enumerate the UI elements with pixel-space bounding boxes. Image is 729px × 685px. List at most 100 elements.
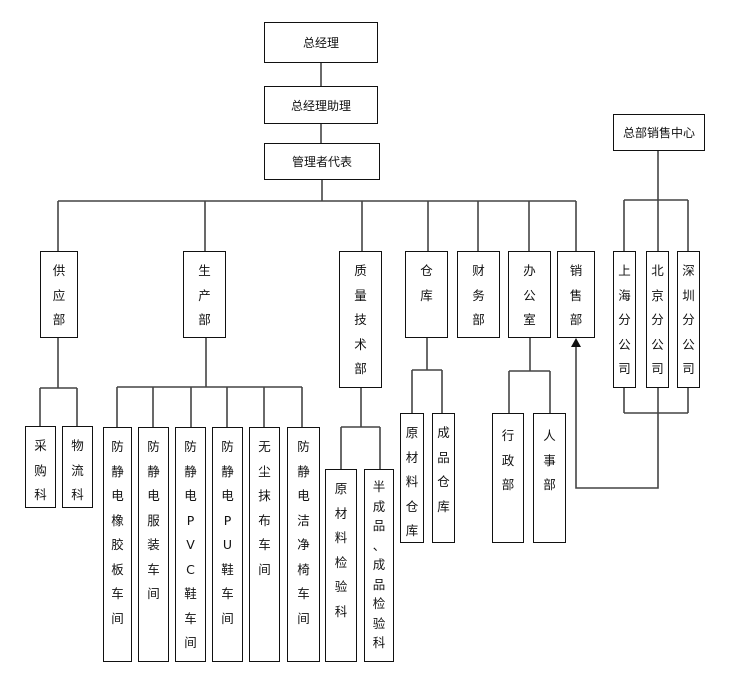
node-label-char: 防	[297, 439, 310, 454]
node-label-char: 电	[297, 488, 310, 503]
node-label-char: 公	[682, 336, 695, 352]
node-label-char: 鞋	[184, 586, 197, 601]
node-sales-dept: 销售部	[557, 251, 595, 338]
node-label-char: 销	[569, 263, 583, 278]
node-label-char: 车	[184, 610, 197, 626]
node-label-char: 鞋	[221, 561, 234, 577]
node-label-char: 部	[52, 312, 66, 327]
node-label-char: 技	[354, 312, 367, 327]
node-label-char: 量	[354, 287, 367, 303]
node-label-char: 静	[221, 463, 234, 479]
node-label-char: 料	[405, 474, 419, 489]
node-label-char: 无	[258, 439, 271, 454]
node-label-char: 采	[34, 438, 47, 453]
node-finished-product-store: 成品仓库	[432, 413, 455, 543]
node-label-char: 分	[618, 312, 631, 327]
node-label-char: 料	[334, 530, 348, 545]
node-label-char: 应	[52, 287, 66, 303]
node-general-manager: 总经理	[264, 22, 378, 63]
node-label-char: 室	[523, 312, 536, 327]
node-label-char: 抹	[258, 488, 271, 503]
node-label-char: 间	[111, 610, 124, 626]
node-label-char: 供	[52, 263, 66, 278]
arrowhead-icon	[571, 338, 581, 347]
node-label-char: 司	[651, 361, 664, 376]
node-label-char: 车	[297, 586, 310, 601]
node-label-char: 原	[334, 481, 348, 496]
node-label-char: 部	[569, 312, 583, 327]
node-label-char: P	[186, 512, 195, 528]
node-label-char: 间	[297, 610, 310, 626]
node-label-char: 流	[71, 462, 84, 478]
node-label-char: 京	[651, 287, 664, 303]
node-label-char: C	[186, 561, 195, 577]
node-label-char: 库	[420, 287, 433, 303]
node-label-char: 行	[501, 428, 515, 443]
node-purchasing: 采购科	[25, 426, 56, 508]
node-label-char: 电	[221, 488, 234, 503]
node-raw-material-store: 原材料仓库	[400, 413, 424, 543]
node-label-char: 品	[437, 449, 450, 465]
node-label-char: 仓	[420, 263, 433, 278]
node-label-char: V	[186, 537, 195, 552]
node-label-char: 成	[372, 498, 386, 514]
node-label-char: 板	[111, 561, 124, 577]
node-label-char: 布	[258, 512, 271, 528]
node-label-char: 术	[354, 336, 367, 352]
node-label-char: 防	[147, 439, 160, 454]
node-label-char: 司	[618, 361, 631, 376]
node-label-char: 间	[184, 635, 197, 650]
node-label-char: 科	[71, 487, 84, 502]
node-label-char: 车	[111, 586, 124, 601]
node-label-char: 部	[198, 312, 211, 327]
node-label-char: 静	[184, 463, 197, 479]
node-label-char: 净	[297, 537, 310, 552]
node-label-char: 事	[543, 452, 556, 468]
node-label-char: U	[222, 537, 233, 552]
node-label-char: 胶	[111, 537, 124, 552]
node-label-char: 洁	[297, 512, 310, 528]
node-label-char: 分	[682, 312, 695, 327]
node-supply-dept: 供应部	[40, 251, 78, 338]
node-label-char: 部	[354, 361, 367, 376]
node-label-char: 电	[147, 488, 160, 503]
node-label-char: 车	[221, 586, 234, 601]
node-workshop-chair: 防静电洁净椅车间	[287, 427, 320, 662]
node-label-char: 半	[372, 479, 386, 494]
node-label-char: 检	[334, 554, 348, 570]
node-label-char: 防	[184, 439, 197, 454]
node-label-char: 防	[111, 439, 124, 454]
node-label-char: 司	[682, 361, 695, 376]
node-label-char: 车	[147, 561, 160, 577]
node-label-char: 海	[618, 287, 631, 303]
node-label-char: 科	[372, 635, 386, 650]
node-label-char: 静	[111, 463, 124, 479]
node-label-char: 库	[437, 498, 450, 514]
node-label-char: 装	[147, 537, 160, 552]
branches-to-sales-arrow	[575, 346, 659, 489]
node-raw-material-inspection: 原材料检验科	[325, 469, 357, 662]
node-quality-dept: 质量技术部	[339, 251, 382, 388]
node-label-char: 科	[334, 603, 348, 619]
node-shanghai-branch: 上海分公司	[613, 251, 636, 388]
node-label-char: 电	[184, 488, 197, 503]
node-finance-dept: 财务部	[457, 251, 500, 338]
node-label-char: 科	[34, 487, 47, 502]
node-gm-assistant: 总经理助理	[264, 86, 378, 124]
node-label-char: 椅	[297, 561, 310, 577]
node-label-char: 售	[569, 287, 583, 303]
node-label-char: 静	[147, 463, 160, 479]
node-logistics: 物流科	[62, 426, 93, 508]
node-label-char: 橡	[111, 512, 124, 528]
node-label-char: 车	[258, 537, 271, 552]
node-label-char: 物	[71, 438, 84, 453]
node-workshop-rubber: 防静电橡胶板车间	[103, 427, 132, 662]
node-label-char: 静	[297, 463, 310, 479]
node-label-char: 间	[221, 610, 234, 626]
node-label-char: 品	[372, 518, 386, 533]
node-label-char: 上	[618, 263, 631, 278]
node-label-char: 部	[472, 312, 485, 327]
node-hr-dept: 人事部	[533, 413, 566, 543]
